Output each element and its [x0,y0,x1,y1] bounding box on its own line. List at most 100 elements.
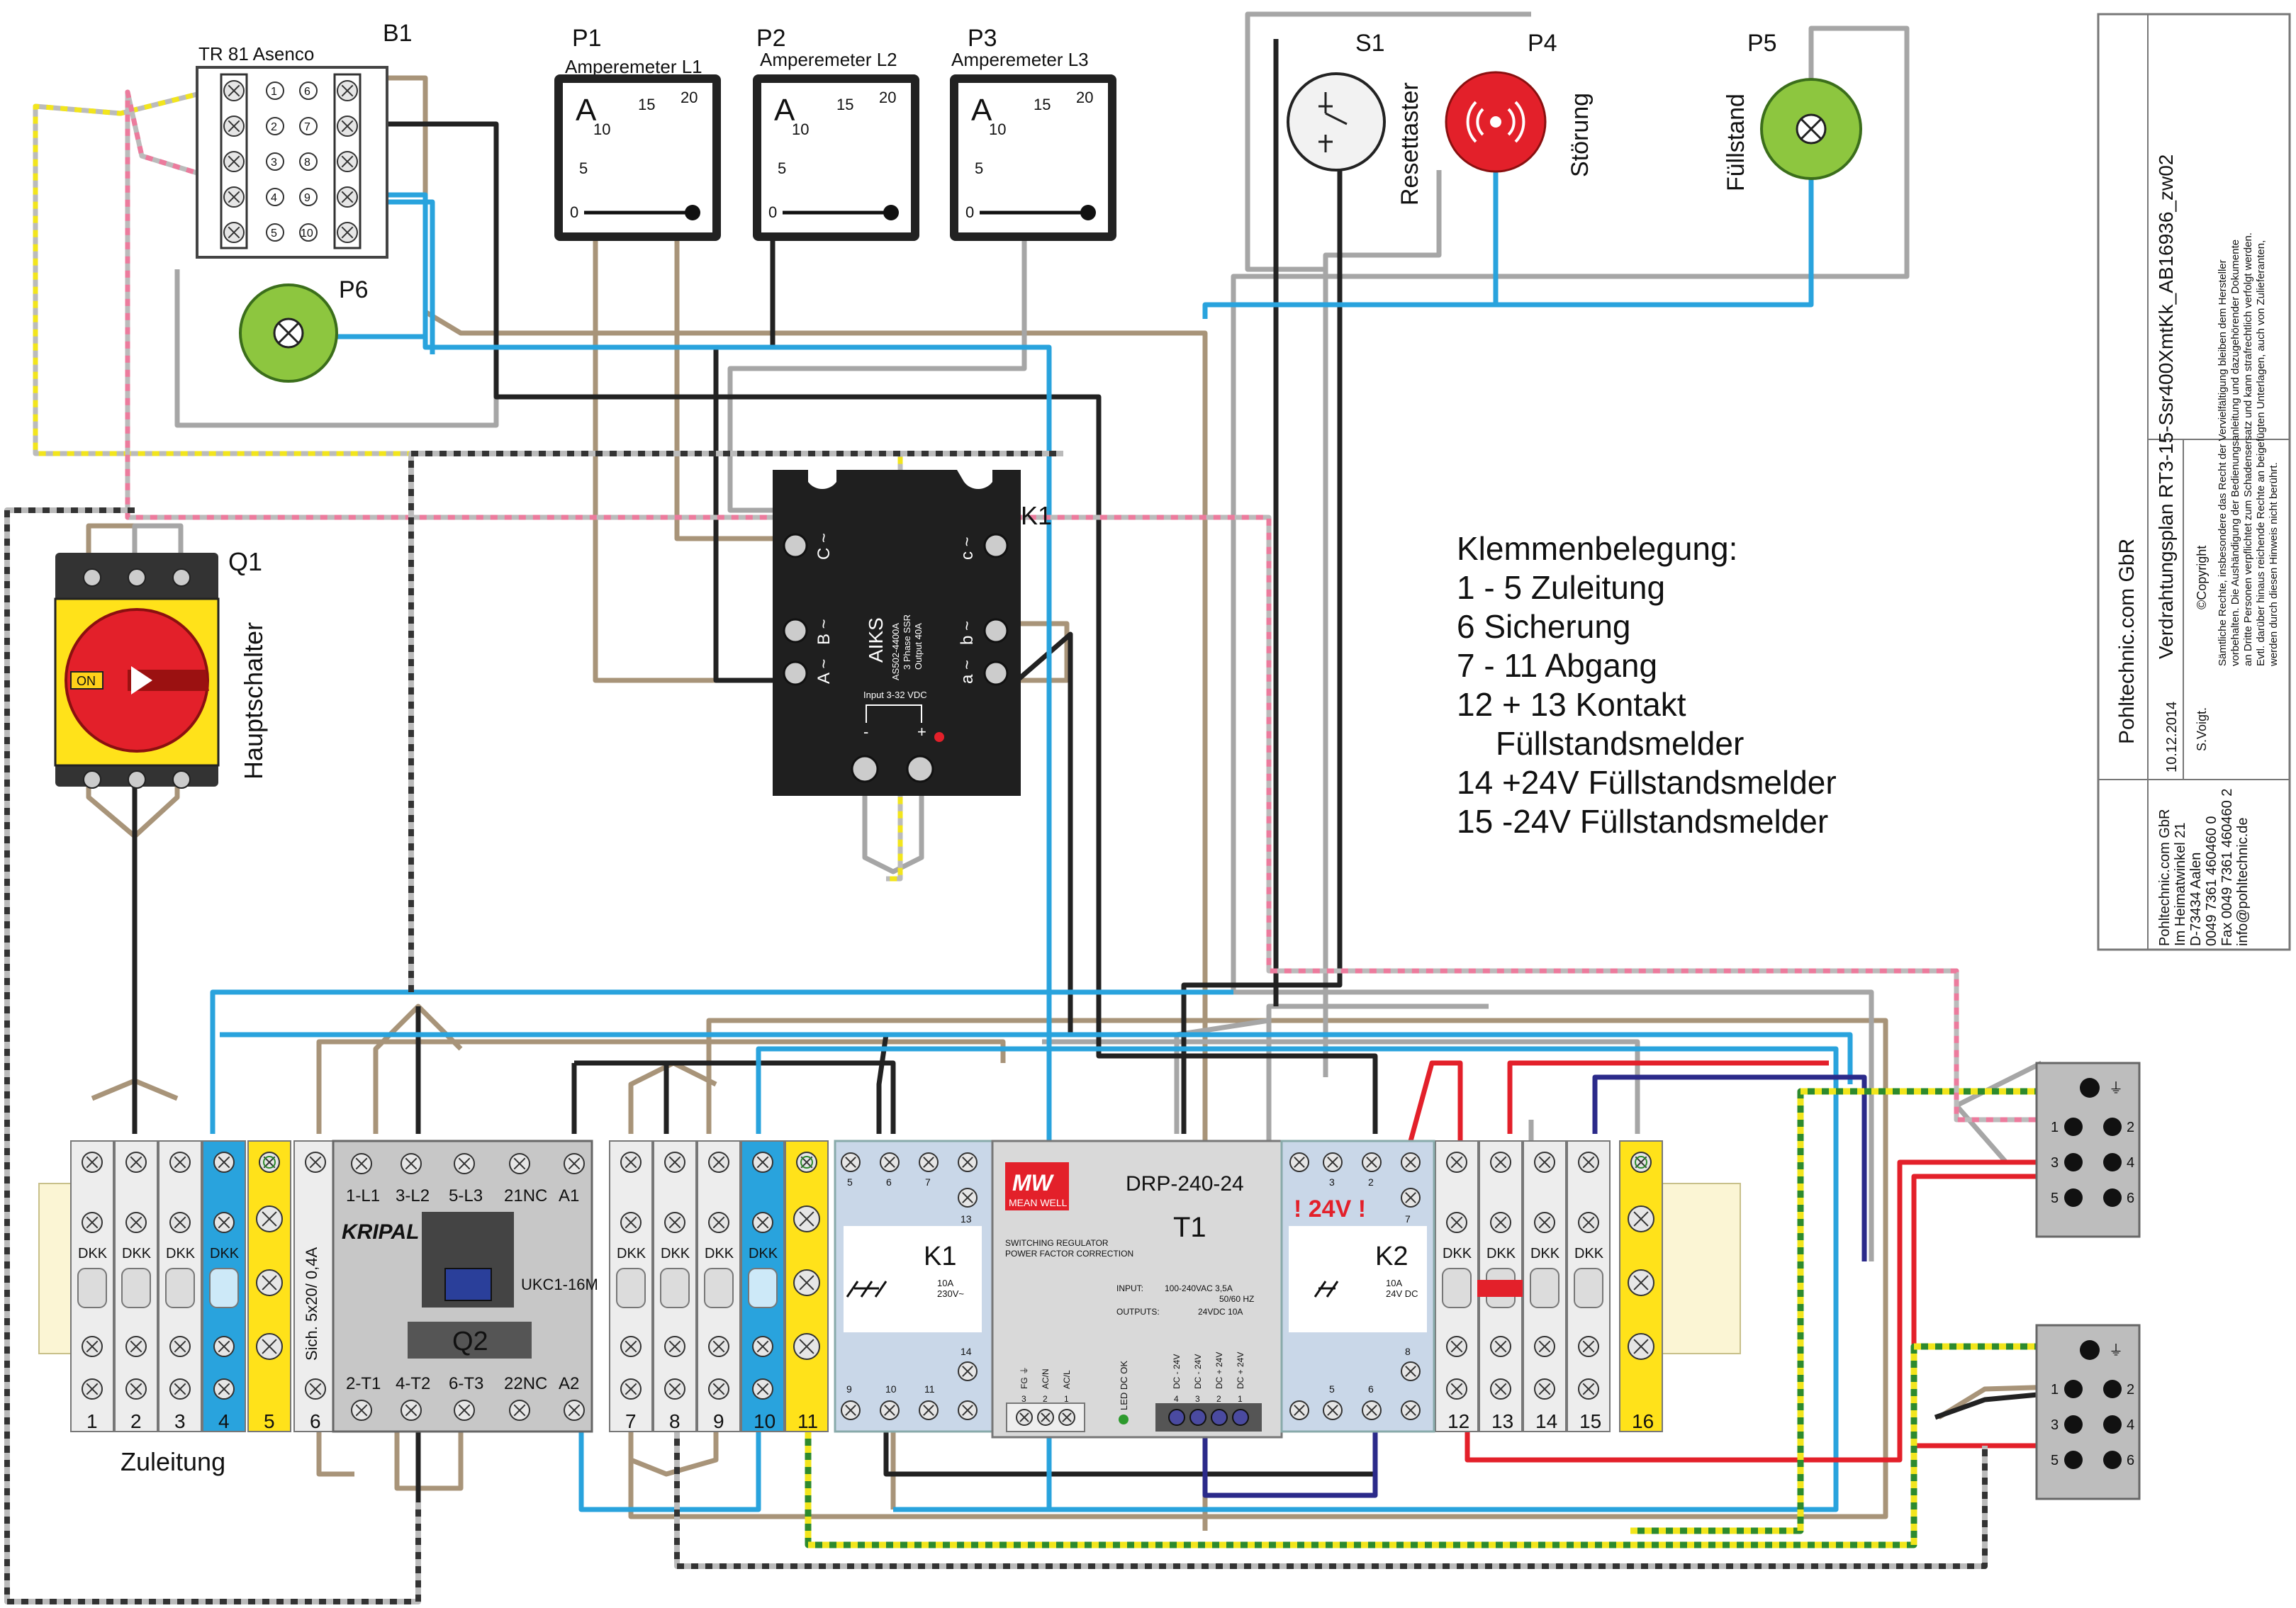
t1-out-value: 24VDC 10A [1198,1307,1243,1317]
terminal-window [660,1268,690,1308]
screw-icon [793,1205,820,1232]
t1-desc-1: SWITCHING REGULATOR [1005,1238,1109,1248]
screw-icon [1446,1336,1467,1357]
t1-logo-box [1005,1162,1069,1210]
screw-icon [620,1212,642,1233]
terminal-type: DKK [122,1246,152,1261]
terminal-block: 11 [785,1140,829,1432]
q2-brand: KRIPAL [342,1220,419,1244]
screw-icon [620,1378,642,1400]
terminal-number: 2 [130,1410,142,1432]
b1-terminal-number: 6 [304,86,310,98]
connector-pin [2103,1380,2122,1398]
screw-icon [337,151,358,172]
k1-num-14: 14 [961,1346,972,1357]
legend-line: 12 + 13 Kontakt [1457,686,1686,723]
t1-dc-label: DC + 24V [1236,1352,1245,1389]
screw-icon [213,1336,235,1357]
pink-wires [125,89,2091,1123]
k2-num-7: 7 [1405,1213,1411,1225]
earth-icon: ⏚ [2109,1081,2123,1096]
q2-bottom-label: 6-T3 [449,1374,483,1393]
q2-top-label: 1-L1 [346,1186,380,1205]
q1-screws [83,568,191,789]
screw-icon [1490,1152,1511,1173]
author: S.Voigt. [2195,707,2209,751]
ssr-notch [957,470,992,489]
screw-icon [880,1152,900,1172]
b1-terminal-number: 3 [271,157,277,169]
wires [4,11,2107,1604]
b1-tag: B1 [383,20,413,47]
p5-level-lamp: P5 Füllstand [1723,30,1862,191]
earth-icon: ⏚ [2109,1343,2123,1359]
screw-icon [1362,1400,1382,1420]
pin-number: 1 [2051,1382,2059,1398]
terminal-number: 5 [264,1410,275,1432]
terminal-type: DKK [1574,1246,1604,1261]
screw-icon [82,1378,103,1400]
screw-icon [351,1153,372,1174]
dc-screw-icon [1168,1409,1185,1426]
k2-top-number: 2 [1368,1176,1374,1188]
ssr-input: Input 3-32 VDC [863,690,927,700]
screw-icon [256,1333,283,1360]
p2-tag: P2 [756,25,786,52]
p2-name: Amperemeter L2 [760,49,897,70]
contact-symbol-icon [1314,1281,1339,1298]
b1-pin [266,117,284,135]
ssr-type: 3 Phase SSR [902,614,912,670]
t1-power-supply: MW MEAN WELL DRP-240-24 T1 SWITCHING REG… [991,1140,1283,1439]
connector-pin [2064,1153,2083,1171]
screw-icon [1058,1409,1075,1426]
terminal-window [748,1268,778,1308]
ssr-label-rb: b ~ [958,621,977,645]
screw-icon [793,1333,820,1360]
screw-icon [82,1212,103,1233]
s1-reset-button: S1 Resettaster [1287,30,1423,206]
q1-on-label: ON [77,674,96,688]
copyright-text: Sämtliche Rechte, insbesondere das Recht… [2217,232,2280,667]
k2-top-number: 3 [1329,1176,1335,1188]
terminal-window [704,1268,734,1308]
dc-screw-icon [1189,1409,1206,1426]
screw-icon [1289,1152,1309,1172]
screw-icon [958,1188,978,1208]
terminal-type: DKK [661,1246,690,1261]
k1-top-number: 5 [847,1176,853,1188]
connector-pin [2103,1415,2122,1434]
terminal-number: 7 [625,1410,637,1432]
screw-icon [1323,1400,1343,1420]
k1-bottom-number: 10 [885,1383,897,1395]
t1-tag: T1 [1173,1212,1206,1243]
terminal-type: DKK [1530,1246,1560,1261]
screw-icon [841,1400,861,1420]
t1-led [1119,1415,1129,1424]
p4-tag: P4 [1528,30,1557,57]
meter-pivot [883,205,899,220]
screw-icon [1401,1188,1421,1208]
screw-icon [337,116,358,137]
screw-icon [1628,1269,1654,1296]
terminal-window [121,1268,151,1308]
address-line: Pohltechnic.com GbR [2157,809,2173,946]
terminal-type: DKK [617,1246,646,1261]
t1-desc-2: POWER FACTOR CORRECTION [1005,1249,1133,1259]
ssr-input-terminal [851,755,879,783]
screw-icon [1401,1361,1421,1381]
b1-terminal-number: 8 [304,157,310,169]
terminal-number: 6 [310,1410,321,1432]
meter-unit: A [576,93,597,128]
meter-scale-10: 10 [989,120,1006,138]
screw-icon [1323,1152,1343,1172]
t1-dc-number: 4 [1174,1394,1179,1404]
q1-name: Hauptschalter [239,622,268,780]
earth-icon [1635,1156,1647,1169]
